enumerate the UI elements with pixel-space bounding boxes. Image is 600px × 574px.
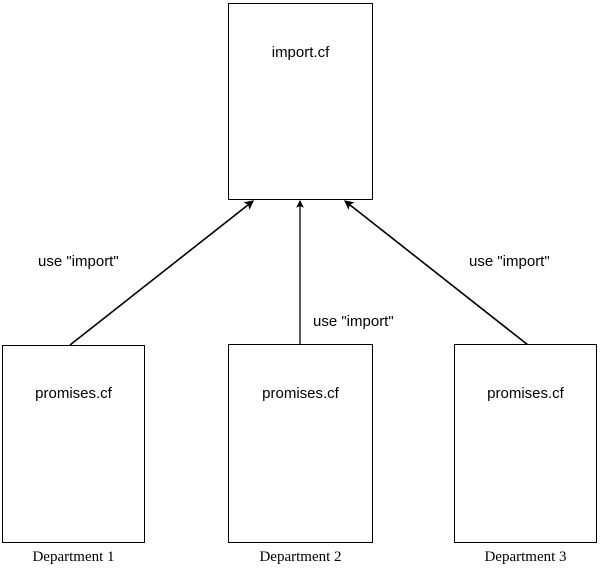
edge-label-right-use-import: use "import" [469,253,550,270]
edge-left-to-import [69,200,255,346]
edge-label-middle-use-import: use "import" [313,313,394,330]
node-promises-cf-middle[interactable] [228,344,373,543]
node-import-cf-label: import.cf [271,44,330,61]
node-promises-cf-left-label: promises.cf [35,385,112,402]
node-promises-cf-right-label: promises.cf [487,385,564,402]
node-promises-cf-middle-label: promises.cf [262,385,339,402]
edge-label-left-use-import: use "import" [38,253,119,270]
caption-department-3: Department 3 [484,549,567,565]
caption-department-1: Department 1 [32,549,115,565]
node-import-cf[interactable] [228,3,373,200]
node-promises-cf-left[interactable] [2,345,145,543]
caption-department-2: Department 2 [259,549,342,565]
node-promises-cf-right[interactable] [454,344,597,543]
